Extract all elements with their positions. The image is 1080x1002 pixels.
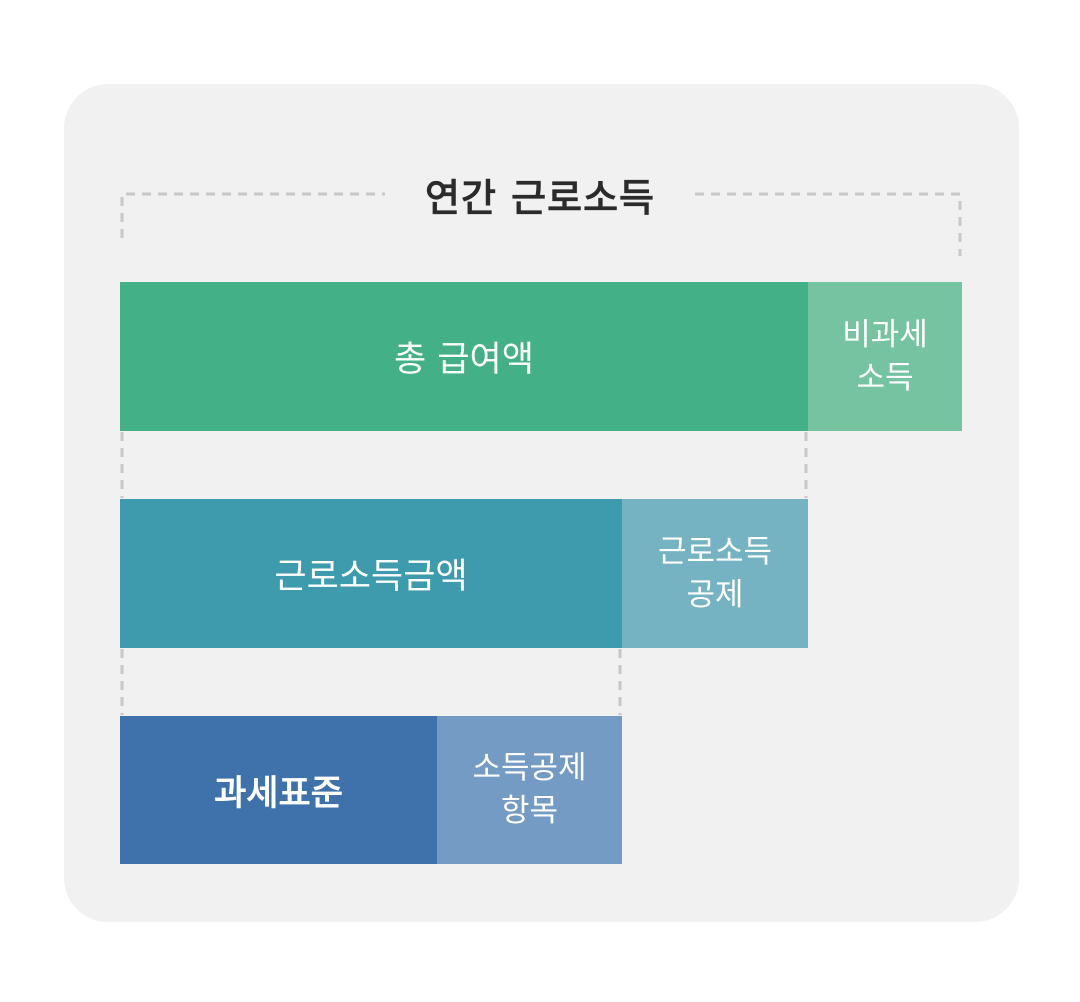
- bracket-left: [120, 192, 385, 238]
- earned-income-deduction-line2: 공제: [686, 576, 744, 613]
- gross-salary-block: 총 급여액: [120, 282, 808, 431]
- non-taxable-label-line1: 비과세: [842, 316, 928, 353]
- earned-income-deduction-line1: 근로소득: [657, 533, 773, 570]
- income-deduction-items-line2: 항목: [500, 793, 559, 829]
- non-taxable-income-block: 비과세 소득: [808, 282, 962, 431]
- income-deduction-items-block: 소득공제 항목: [437, 716, 622, 864]
- earned-income-amount-label: 근로소득금액: [274, 557, 468, 597]
- diagram-title: 연간 근로소득: [425, 175, 655, 220]
- gross-salary-label: 총 급여액: [394, 340, 534, 380]
- earned-income-amount-block: 근로소득금액: [120, 499, 622, 648]
- tax-base-label: 과세표준: [214, 773, 343, 814]
- bracket-right: [695, 192, 962, 256]
- income-deduction-items-line1: 소득공제: [472, 750, 587, 787]
- earned-income-deduction-block: 근로소득 공제: [622, 499, 808, 648]
- tax-base-block: 과세표준: [120, 716, 437, 864]
- non-taxable-label-line2: 소득: [856, 359, 914, 396]
